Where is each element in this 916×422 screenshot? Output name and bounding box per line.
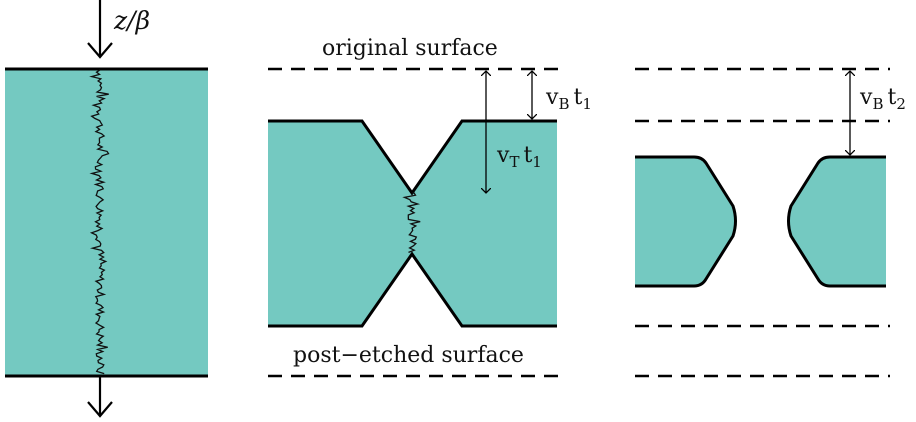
panel-unetched: z/β: [5, 0, 208, 418]
latent-damage-track: [89, 69, 110, 375]
etched-slab-right: [412, 121, 557, 326]
etch-cone-bottom-outline: [268, 251, 557, 328]
detector-slab: [5, 69, 208, 376]
remaining-latent-track: [402, 192, 421, 254]
arrowhead-bottom: [87, 401, 113, 418]
etched-slab-right-hexagon: [787, 155, 886, 288]
etched-slab-left: [268, 121, 412, 326]
ion-label: z/β: [113, 6, 150, 35]
post-etched-surface-label: post−etched surface: [293, 343, 524, 368]
original-surface-label: original surface: [322, 36, 498, 61]
etched-slab-left-hexagon: [635, 155, 737, 288]
arrowhead-top: [87, 42, 113, 59]
